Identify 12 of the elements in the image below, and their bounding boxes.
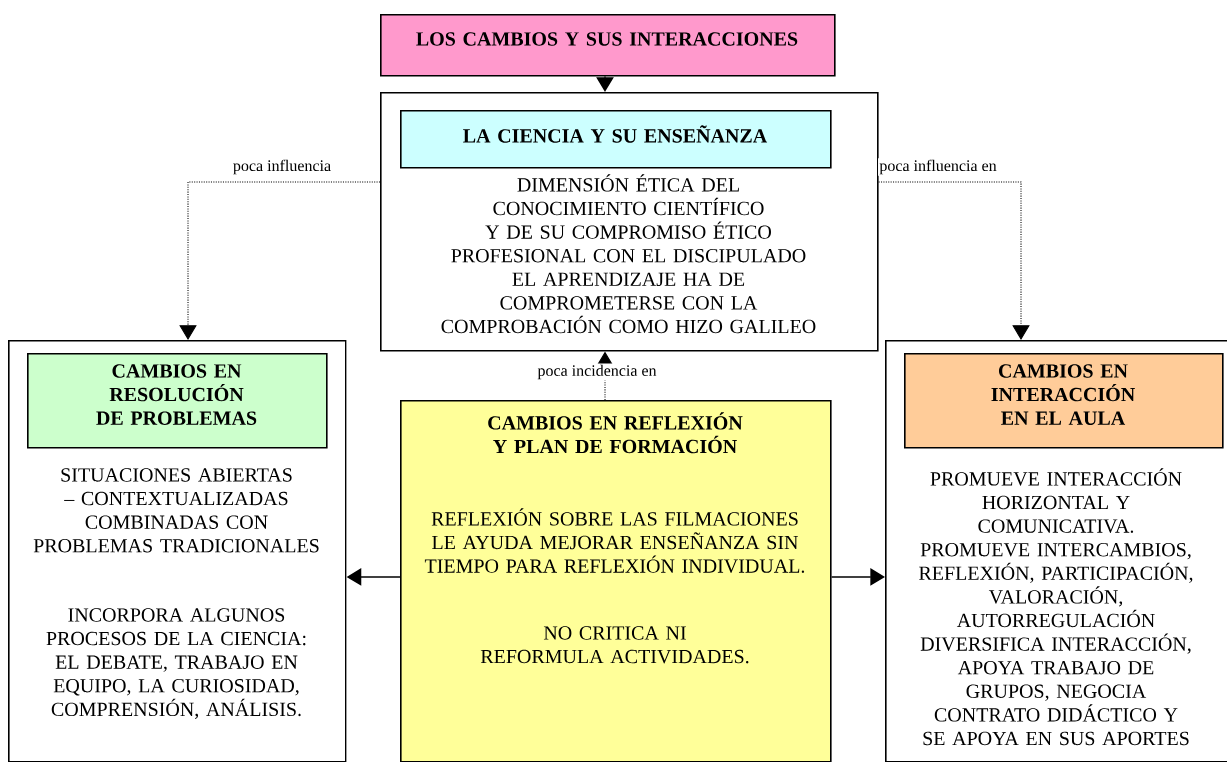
arrow: [830, 568, 885, 586]
edge-label: poca influencia en: [878, 158, 998, 176]
heading-box: CAMBIOS EN RESOLUCIÓN DE PROBLEMAS: [27, 353, 328, 449]
arrow: [596, 75, 614, 92]
arrow: [179, 181, 381, 340]
heading-box: CAMBIOS EN INTERACCIÓN EN EL AULA: [904, 353, 1224, 449]
title-box: LOS CAMBIOS Y SUS INTERACCIONES: [380, 14, 836, 77]
edge-label: poca influencia: [231, 158, 333, 176]
edge-label: poca incidencia en: [536, 363, 658, 381]
heading-box: LA CIENCIA Y SU ENSEÑANZA: [400, 110, 832, 169]
arrow: [878, 181, 1030, 340]
concept-box: CAMBIOS EN REFLEXIÓN Y PLAN DE FORMACIÓN REFLEXIÓN SOBRE LAS FILMACIONES LE AYUDA MEJORAR ENSEÑANZA SIN TIEMPO PARA REFLEXIÓN INDIVIDUAL. NO CRITICA NI REFORMULA ACTIVIDADES.: [400, 400, 832, 762]
